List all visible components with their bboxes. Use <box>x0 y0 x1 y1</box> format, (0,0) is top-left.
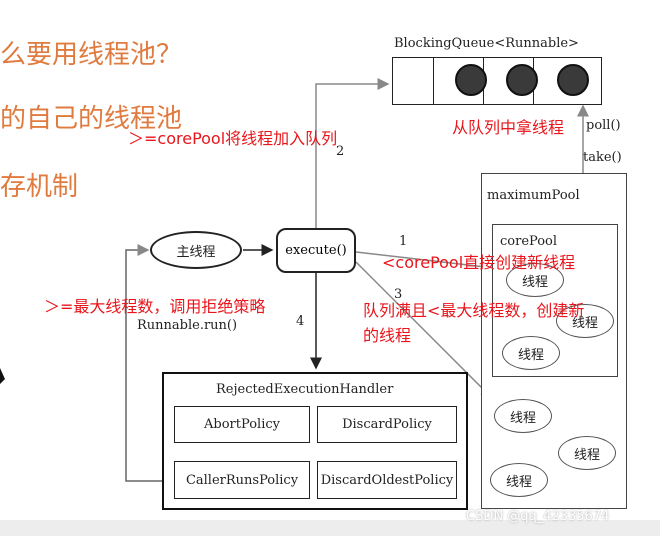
footer-bar <box>0 520 660 536</box>
step-2-label: 2 <box>336 144 345 159</box>
extra-thread-node: 线程 <box>558 436 616 470</box>
step-3-label: 3 <box>394 287 403 302</box>
extra-thread-node: 线程 <box>494 399 552 433</box>
queue-label: BlockingQueue<Runnable> <box>394 36 579 51</box>
core-pool-label: corePool <box>500 234 558 249</box>
caller-runs-policy: CallerRunsPolicy <box>174 461 310 499</box>
maximum-pool-label: maximumPool <box>487 188 580 203</box>
arrow-execute-to-maxpool <box>355 261 494 400</box>
core-thread-node: 线程 <box>556 304 614 338</box>
step-4-label: 4 <box>296 314 305 329</box>
annotation-take-from-queue: 从队列中拿线程 <box>452 114 565 138</box>
slide-heading-2: 的自己的线程池 <box>0 104 183 134</box>
arrow-callerruns-to-main <box>125 244 174 482</box>
rejected-handler-title: RejectedExecutionHandler <box>216 382 394 397</box>
core-thread-node: 线程 <box>506 263 564 297</box>
mouse-cursor-icon <box>0 368 9 388</box>
queued-task-circle <box>506 64 538 96</box>
poll-label: poll() <box>586 118 621 133</box>
queued-task-circle <box>455 64 487 96</box>
take-label: take() <box>583 150 622 165</box>
discard-policy: DiscardPolicy <box>317 406 457 443</box>
runnable-run-label: Runnable.run() <box>137 318 238 333</box>
annotation-ge-max-threads: ＞=最大线程数，调用拒绝策略 <box>44 297 266 316</box>
slide-heading-1: 么要用线程池？ <box>0 40 183 70</box>
slide-heading-3: 存机制 <box>0 172 79 202</box>
annotation-queue-full-2: 的线程 <box>363 326 412 345</box>
annotation-ge-corepool: ＞=corePool将线程加入队列 <box>128 129 338 148</box>
execute-node: execute() <box>276 228 356 273</box>
core-thread-node: 线程 <box>502 336 560 370</box>
discard-oldest-policy: DiscardOldestPolicy <box>317 461 457 499</box>
annotation-queue-full-1: 队列满且<最大线程数，创建新 <box>363 301 585 320</box>
csdn-watermark: CSDN @qq_42335674 <box>466 509 610 524</box>
abort-policy: AbortPolicy <box>174 406 310 443</box>
annotation-lt-corepool: <corePool直接创建新线程 <box>382 253 576 272</box>
blocking-queue <box>392 57 602 105</box>
queued-task-circle <box>557 64 589 96</box>
extra-thread-node: 线程 <box>490 463 548 497</box>
arrow-execute-to-queue <box>315 78 390 228</box>
main-thread-node: 主线程 <box>150 231 242 269</box>
arrow-execute-to-corepool <box>355 251 496 273</box>
step-1-label: 1 <box>399 234 408 249</box>
